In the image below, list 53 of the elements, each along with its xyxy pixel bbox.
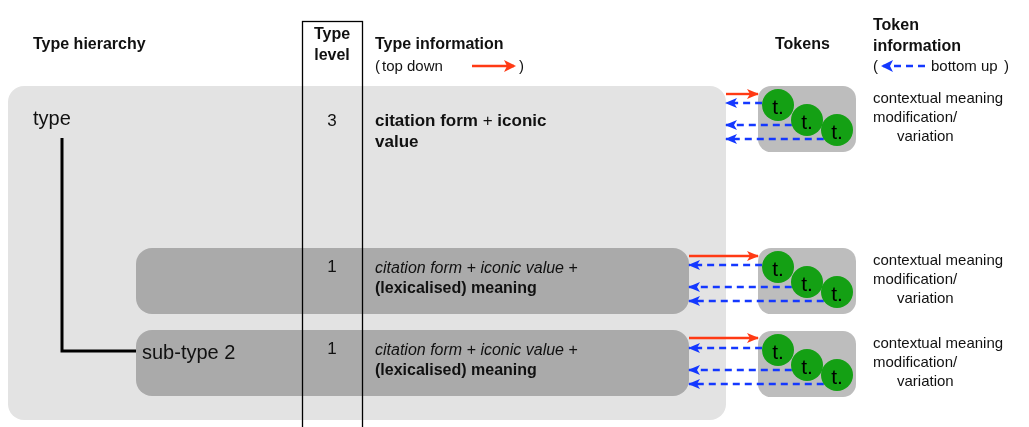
arrow: [725, 120, 792, 130]
column-heading: Type level: [312, 24, 352, 65]
arrow: [726, 89, 759, 99]
token-group-box: [758, 248, 856, 314]
type-panel: [8, 86, 726, 420]
bracket: (: [375, 57, 380, 75]
arrow: [688, 282, 792, 292]
column-heading: Token information: [873, 15, 962, 56]
token-information-text: modification/ variation: [873, 352, 959, 390]
column-heading: Tokens: [775, 34, 830, 54]
token-circle: t.: [791, 104, 823, 136]
legend-text: top down: [382, 57, 443, 75]
arrow: [688, 343, 763, 353]
type-information: citation form + iconic value: [375, 110, 548, 153]
bracket: ): [1004, 57, 1009, 75]
token-information-text: contextual meaning: [873, 333, 1004, 352]
arrow: [725, 134, 824, 144]
token-information-text: contextual meaning: [873, 250, 1004, 269]
token-circle: t.: [762, 89, 794, 121]
token-information-text: modification/ variation: [873, 269, 959, 307]
column-heading: Type information: [375, 34, 504, 54]
bracket: ): [519, 57, 524, 75]
type-information: citation form + iconic value + (lexicalised) meaning: [375, 258, 579, 298]
token-information-text: modification/ variation: [873, 107, 959, 145]
type-label: type: [33, 106, 71, 131]
type-level: 1: [326, 256, 338, 278]
sub-type-panel: [136, 330, 689, 396]
token-circle: t.: [821, 359, 853, 391]
bracket: (: [873, 57, 878, 75]
arrow: [688, 296, 824, 306]
arrow: [725, 98, 763, 108]
hierarchy-line: [60, 138, 136, 353]
token-group-box: [758, 331, 856, 397]
token-circle: t.: [791, 349, 823, 381]
sub-type-panel: [136, 248, 689, 314]
type-level: 1: [326, 338, 338, 360]
type-level: 3: [326, 110, 338, 132]
token-circle: t.: [762, 251, 794, 283]
token-information-text: contextual meaning: [873, 88, 1004, 107]
arrow: [688, 365, 792, 375]
arrow: [688, 260, 763, 270]
arrow: [689, 333, 759, 343]
legend-text: bottom up: [931, 57, 998, 75]
token-circle: t.: [762, 334, 794, 366]
arrow: [689, 251, 759, 261]
token-group-box: [758, 86, 856, 152]
type-label: sub-type 2: [142, 340, 236, 365]
token-circle: t.: [821, 114, 853, 146]
column-heading: Type hierarchy: [33, 34, 146, 54]
type-information: citation form + iconic value + (lexicalised) meaning: [375, 340, 579, 380]
arrow: [688, 379, 824, 389]
token-circle: t.: [821, 276, 853, 308]
token-circle: t.: [791, 266, 823, 298]
